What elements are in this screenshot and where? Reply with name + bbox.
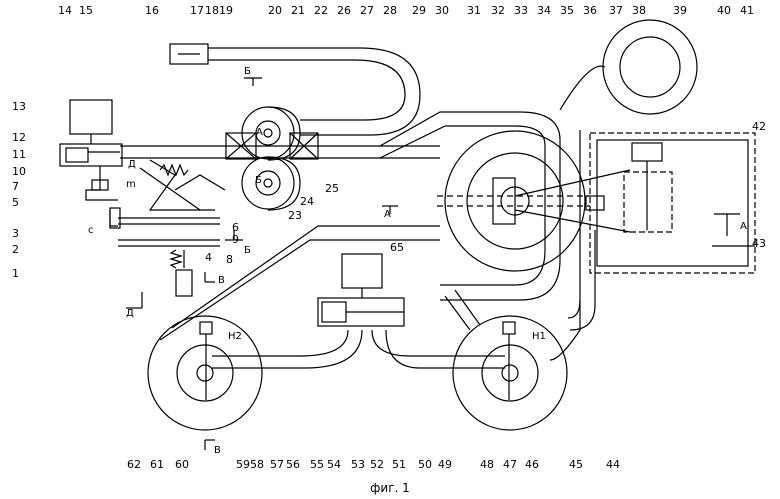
label-50: 50: [418, 459, 432, 470]
label-60: 60: [175, 459, 189, 470]
label-39: 39: [673, 5, 687, 16]
label-52: 52: [370, 459, 384, 470]
label-36: 36: [583, 5, 597, 16]
label-2: 2: [12, 244, 19, 255]
label-4: 4: [205, 252, 212, 263]
label-24: 24: [300, 196, 314, 207]
mark-m: m: [126, 180, 136, 190]
label-65: 65: [390, 242, 404, 253]
label-26: 26: [337, 5, 351, 16]
label-28: 28: [383, 5, 397, 16]
lever-5: [110, 210, 118, 226]
label-20: 20: [268, 5, 282, 16]
label-37: 37: [609, 5, 623, 16]
label-22: 22: [314, 5, 328, 16]
label-31: 31: [467, 5, 481, 16]
label-55: 55: [310, 459, 324, 470]
label-51: 51: [392, 459, 406, 470]
label-23: 23: [288, 210, 302, 221]
label-38: 38: [632, 5, 646, 16]
label-27: 27: [360, 5, 374, 16]
label-21: 21: [291, 5, 305, 16]
reel-39: [603, 20, 697, 114]
label-29: 29: [412, 5, 426, 16]
label-14: 14: [58, 5, 72, 16]
label-59: 59: [236, 459, 250, 470]
label-13: 13: [12, 101, 26, 112]
label-6: 6: [232, 222, 239, 233]
section-d-top: Д: [128, 160, 136, 170]
label-47: 47: [503, 459, 517, 470]
label-57: 57: [270, 459, 284, 470]
label-53: 53: [351, 459, 365, 470]
label-42: 42: [752, 121, 766, 132]
label-58: 58: [250, 459, 264, 470]
spring-17: [160, 165, 188, 175]
gearbox-12: [60, 144, 122, 166]
section-b-low: Б: [244, 246, 251, 256]
motor-13: [70, 100, 112, 134]
label-48: 48: [480, 459, 494, 470]
label-9: 9: [232, 234, 239, 245]
control-box-42: [590, 133, 755, 273]
wheel-45: [453, 316, 567, 430]
label-40: 40: [717, 5, 731, 16]
label-32: 32: [491, 5, 505, 16]
section-b-mid: Б: [255, 176, 262, 186]
sensor-38: [586, 196, 604, 210]
hub-33: [493, 178, 515, 224]
section-a-mid: А: [384, 210, 391, 220]
figure-caption: фиг. 1: [0, 481, 780, 495]
wheel-59: [148, 316, 262, 430]
belt-27: [208, 48, 420, 135]
label-34: 34: [537, 5, 551, 16]
label-12: 12: [12, 132, 26, 143]
section-d-left: Д: [126, 309, 134, 319]
section-v-mid: В: [218, 276, 225, 286]
label-54: 54: [327, 459, 341, 470]
label-33: 33: [514, 5, 528, 16]
label-43: 43: [752, 238, 766, 249]
wheel-label-h2: Н2: [228, 332, 242, 342]
label-44: 44: [606, 459, 620, 470]
unit-41: [624, 172, 672, 232]
hopper-65: [342, 254, 382, 288]
label-25: 25: [325, 183, 339, 194]
pulley-24: [242, 157, 294, 209]
label-15: 15: [79, 5, 93, 16]
wheel-label-h1: Н1: [532, 332, 546, 342]
label-11: 11: [12, 149, 26, 160]
label-8: 8: [226, 254, 233, 265]
label-10: 10: [12, 166, 26, 177]
section-a-pulley: А: [256, 128, 263, 138]
label-16: 16: [145, 5, 159, 16]
label-18: 18: [205, 5, 219, 16]
section-v-low: В: [214, 446, 221, 456]
label-30: 30: [435, 5, 449, 16]
label-56: 56: [286, 459, 300, 470]
mark-c: с: [88, 226, 94, 236]
label-19: 19: [219, 5, 233, 16]
label-49: 49: [438, 459, 452, 470]
label-1: 1: [12, 268, 19, 279]
label-35: 35: [560, 5, 574, 16]
label-61: 61: [150, 459, 164, 470]
label-62: 62: [127, 459, 141, 470]
spring-2: [171, 250, 181, 268]
label-7: 7: [12, 181, 19, 192]
label-41: 41: [740, 5, 754, 16]
label-45: 45: [569, 459, 583, 470]
label-3: 3: [12, 228, 19, 239]
belt-34: [440, 140, 560, 300]
unit-40: [632, 143, 662, 161]
actuator-1: [176, 270, 192, 296]
label-5: 5: [12, 197, 19, 208]
section-a-right: А: [740, 222, 747, 232]
section-b-top: Б: [244, 67, 251, 77]
label-46: 46: [525, 459, 539, 470]
label-17: 17: [190, 5, 204, 16]
belt-53: [372, 330, 505, 356]
